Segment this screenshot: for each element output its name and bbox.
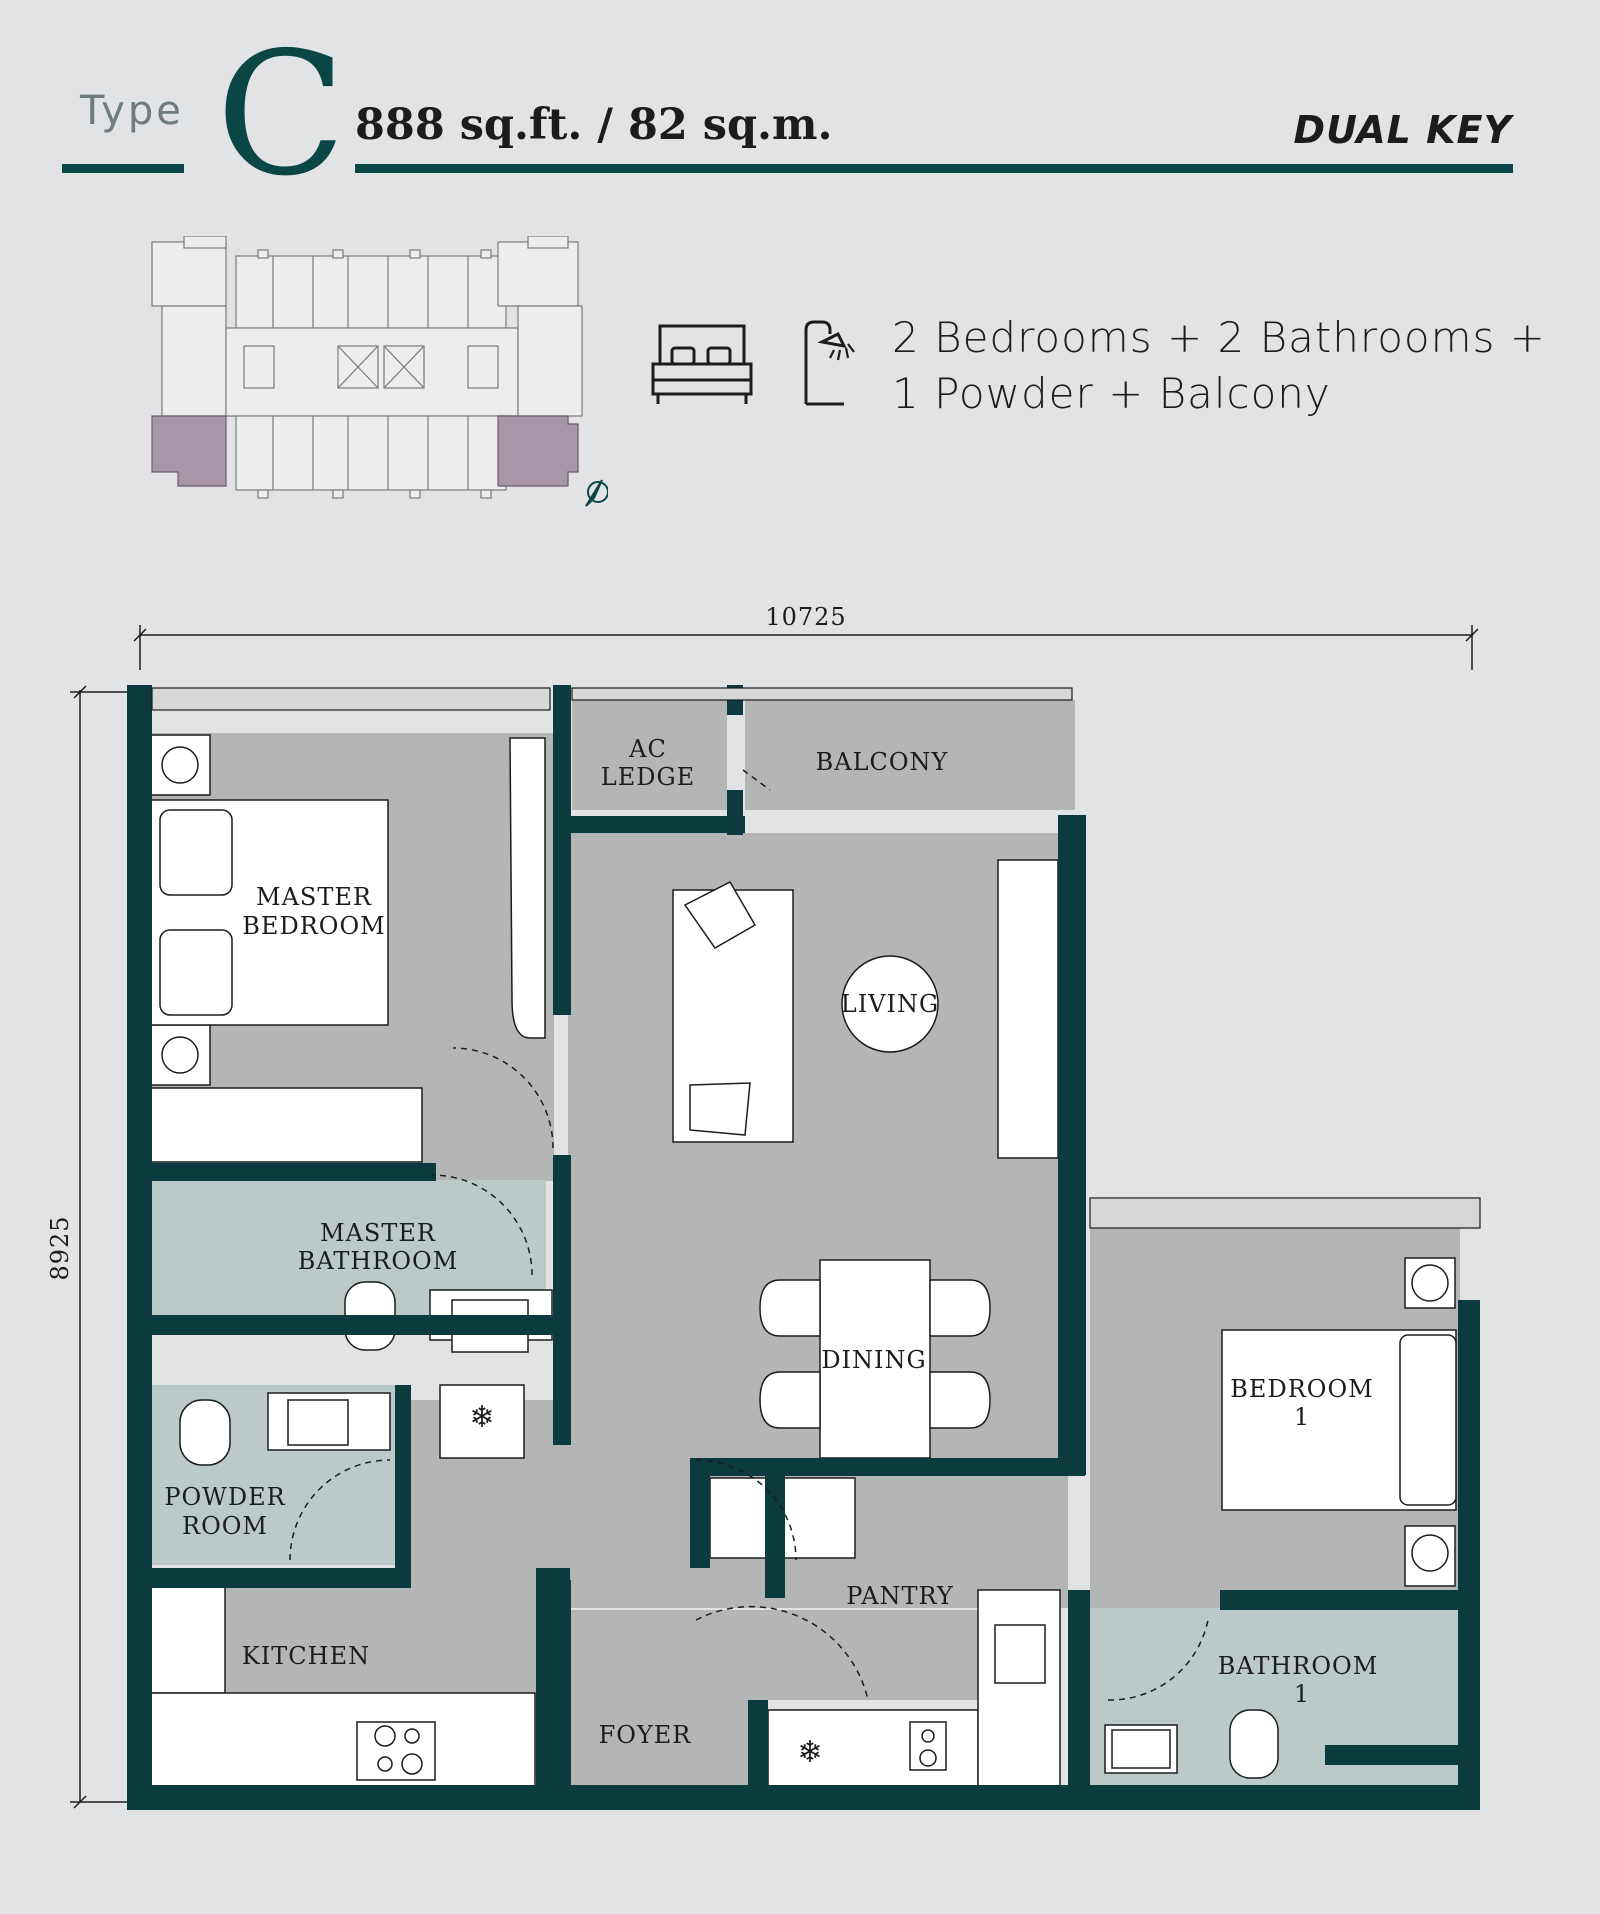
- living-marker: [841, 955, 939, 1053]
- kitchen-counter: [149, 1692, 536, 1794]
- powder-toilet: [179, 1399, 231, 1466]
- kitchen-label: KITCHEN: [242, 1642, 370, 1670]
- kitchen-cabinet: [149, 1584, 226, 1694]
- bathroom-1-label-2: 1: [1294, 1680, 1310, 1708]
- dining-label: DINING: [821, 1346, 926, 1374]
- sink-icon: [287, 1399, 1171, 1769]
- summary-line-1: 2 Bedrooms + 2 Bathrooms +: [892, 313, 1546, 362]
- fan-icon: [161, 746, 1449, 1572]
- ac-ledge-label-1: AC: [628, 735, 667, 763]
- wardrobe-panel: [509, 737, 546, 1039]
- powder-room-label-2: ROOM: [182, 1512, 268, 1540]
- fridge: [439, 1384, 525, 1459]
- wardrobe: [149, 1087, 423, 1163]
- foyer-floor: [568, 1610, 748, 1810]
- unit-variant: DUAL KEY: [1293, 108, 1512, 152]
- fridge-icon: ❄: [469, 1400, 494, 1435]
- header-rule-left: [62, 164, 184, 173]
- bathroom-1-toilet: [1229, 1709, 1279, 1779]
- dimension-lines: [70, 625, 1479, 1809]
- bedroom-1-label-1: BEDROOM: [1230, 1375, 1373, 1403]
- pantry-label: PANTRY: [846, 1582, 954, 1610]
- dining-table: [819, 1259, 931, 1459]
- ac-ledge-label-2: LEDGE: [601, 763, 695, 791]
- living-label: LIVING: [841, 990, 939, 1018]
- unit-summary: 2 Bedrooms + 2 Bathrooms + 1 Powder + Ba…: [892, 310, 1546, 422]
- summary-line-2: 1 Powder + Balcony: [892, 369, 1331, 418]
- master-bathroom-label-1: MASTER: [320, 1219, 436, 1247]
- foyer-label: FOYER: [599, 1721, 692, 1749]
- bathroom-1-vanity: [1104, 1724, 1178, 1774]
- type-letter: C: [216, 16, 347, 214]
- bed-icon: [651, 324, 753, 404]
- door-swings: [289, 769, 1209, 1701]
- pantry-floor: [748, 1610, 978, 1700]
- type-label: Type: [80, 88, 184, 134]
- master-bedroom-label-2: BEDROOM: [242, 912, 385, 940]
- floor-plan: 10725 8925: [46, 603, 1481, 1810]
- tv-console: [997, 859, 1059, 1159]
- bedroom-1-label-2: 1: [1294, 1403, 1310, 1431]
- header: Type C 888 sq.ft. / 82 sq.m. DUAL KEY: [0, 0, 1600, 200]
- walls: [127, 685, 1480, 1810]
- header-rule-right: [355, 164, 1513, 173]
- balcony-label: BALCONY: [816, 748, 949, 776]
- freezer-icon: ❄: [797, 1735, 822, 1770]
- ac-ledge-floor: [572, 700, 727, 810]
- height-dimension: 8925: [46, 1215, 74, 1280]
- hob-icon: [356, 1721, 947, 1781]
- pantry-sink-counter: [977, 1589, 1061, 1799]
- master-bathroom-label-2: BATHROOM: [298, 1247, 459, 1275]
- master-bedroom-label-1: MASTER: [256, 883, 372, 911]
- key-plan: [151, 236, 608, 507]
- bathroom-1-label-1: BATHROOM: [1218, 1652, 1379, 1680]
- powder-room-label-1: POWDER: [164, 1483, 285, 1511]
- shower-icon: [804, 320, 855, 406]
- balcony-floor: [745, 700, 1075, 810]
- powder-vanity: [267, 1392, 391, 1451]
- unit-area: 888 sq.ft. / 82 sq.m.: [355, 100, 833, 150]
- north-arrow-icon: [585, 479, 608, 507]
- width-dimension: 10725: [765, 603, 846, 631]
- living-dining-floor: [568, 833, 1058, 1463]
